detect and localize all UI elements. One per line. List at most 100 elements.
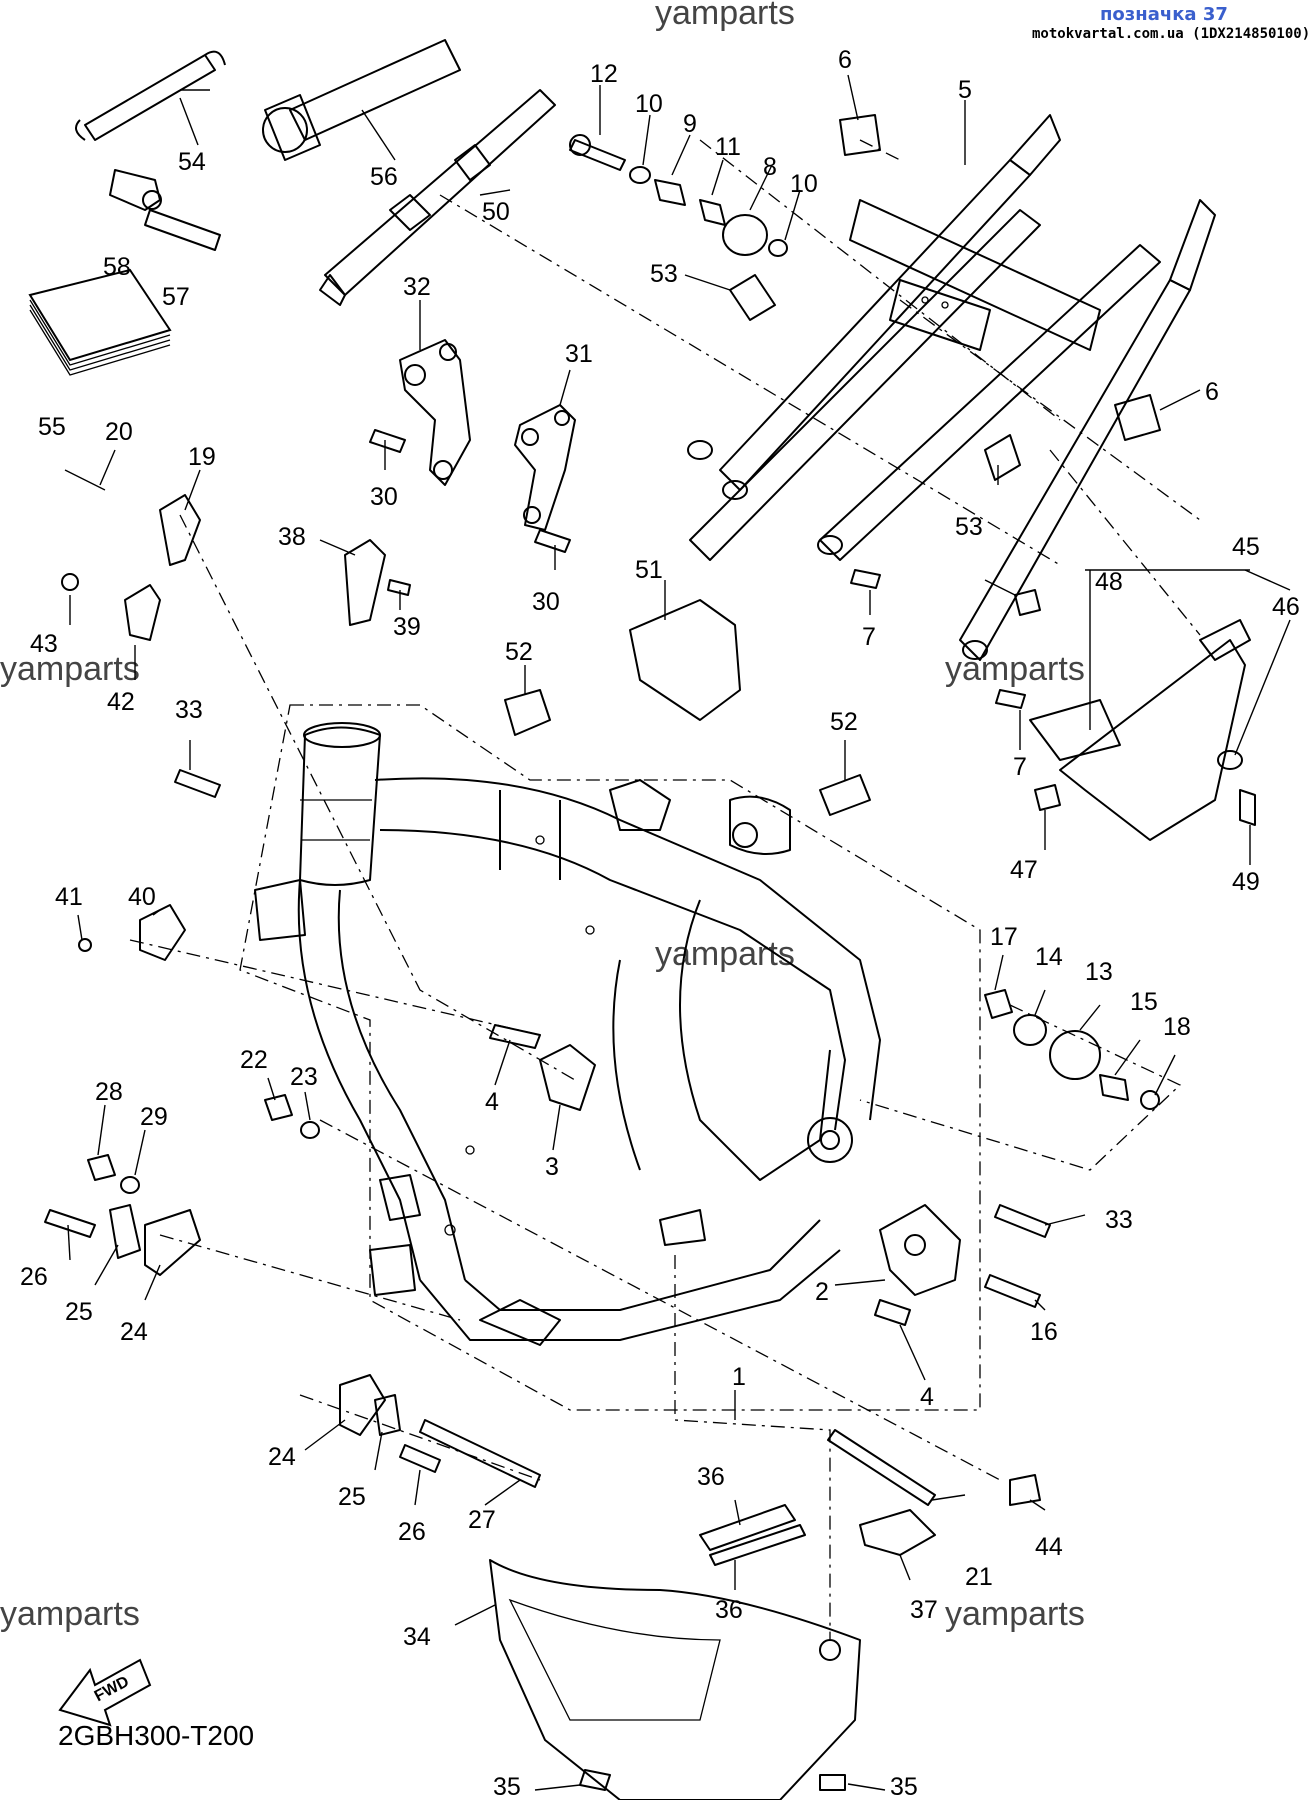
callout-29: 29 — [140, 1103, 168, 1131]
callout-20: 20 — [105, 418, 133, 446]
watermark: yamparts — [0, 650, 140, 688]
callout-53: 53 — [650, 260, 678, 288]
callout-6: 6 — [838, 46, 852, 74]
skid-plate-bolt — [819, 1774, 846, 1791]
washer — [629, 166, 651, 184]
callout-54: 54 — [178, 148, 206, 176]
bolt — [1014, 589, 1041, 616]
callout-45: 45 — [1232, 533, 1260, 561]
callout-23: 23 — [290, 1063, 318, 1091]
watermark: yamparts — [655, 0, 795, 32]
collar — [654, 179, 686, 206]
washer — [1140, 1090, 1160, 1110]
callout-12: 12 — [590, 60, 618, 88]
cable-holder — [344, 539, 386, 626]
callout-46: 46 — [1272, 593, 1300, 621]
screw — [387, 579, 411, 596]
damper — [504, 689, 551, 736]
socket-tool — [262, 39, 461, 161]
callout-25: 25 — [65, 1298, 93, 1326]
damper — [699, 1504, 796, 1551]
callout-19: 19 — [188, 443, 216, 471]
nut — [1034, 784, 1061, 811]
callout-50: 50 — [482, 198, 510, 226]
callout-26: 26 — [398, 1518, 426, 1546]
callout-55: 55 — [38, 413, 66, 441]
watermark: yamparts — [655, 935, 795, 973]
callout-48: 48 — [1095, 568, 1123, 596]
callout-5: 5 — [958, 76, 972, 104]
owners-manual — [28, 268, 172, 376]
callout-15: 15 — [1130, 988, 1158, 1016]
screw — [61, 573, 79, 591]
watermark: yamparts — [0, 1595, 140, 1633]
callout-52: 52 — [505, 638, 533, 666]
damper — [709, 1524, 806, 1566]
callout-56: 56 — [370, 163, 398, 191]
bolt — [1239, 789, 1256, 826]
washer — [120, 1176, 140, 1194]
callout-39: 39 — [393, 613, 421, 641]
callout-3: 3 — [545, 1153, 559, 1181]
callout-36: 36 — [697, 1463, 725, 1491]
callout-11: 11 — [715, 133, 741, 161]
footrest-bracket — [879, 1204, 961, 1296]
callout-47: 47 — [1010, 856, 1038, 884]
damper — [819, 774, 871, 816]
forward-arrow-icon: FWD — [58, 1658, 152, 1727]
callout-31: 31 — [565, 340, 593, 368]
washer — [300, 1121, 320, 1139]
rear-subframe — [687, 114, 1216, 661]
clip — [1009, 1474, 1041, 1506]
callout-32: 32 — [403, 273, 431, 301]
callout-34: 34 — [403, 1623, 431, 1651]
callout-40: 40 — [128, 883, 156, 911]
bearing — [722, 214, 768, 256]
engine-bracket — [514, 404, 576, 531]
pivot-bolt — [569, 139, 626, 171]
source-line: motokvartal.com.ua (1DX214850100) — [1032, 26, 1311, 42]
callout-10: 10 — [790, 170, 818, 198]
callout-7: 7 — [862, 623, 876, 651]
pin — [64, 469, 106, 491]
callout-53: 53 — [955, 513, 983, 541]
subframe-bolt — [850, 569, 881, 589]
callout-35: 35 — [493, 1773, 521, 1800]
callout-10: 10 — [635, 90, 663, 118]
washer — [768, 239, 788, 257]
air-filter-case — [1029, 619, 1251, 841]
callout-58: 58 — [103, 253, 131, 281]
clamp — [139, 904, 186, 961]
callout-13: 13 — [1085, 958, 1113, 986]
collar — [699, 199, 726, 226]
callout-21: 21 — [965, 1563, 993, 1591]
diagram-badge: позначка 37 — [1100, 4, 1228, 25]
leader-lines — [129, 139, 1201, 1640]
callout-22: 22 — [240, 1046, 268, 1074]
head-pipe-bolt — [174, 769, 221, 798]
bracket — [539, 1044, 596, 1111]
callout-41: 41 — [55, 883, 83, 911]
chain-guide — [319, 89, 556, 306]
callout-52: 52 — [830, 708, 858, 736]
nut — [264, 1094, 293, 1121]
engine-stay — [374, 1394, 401, 1436]
nut — [984, 989, 1013, 1019]
collar — [1099, 1074, 1129, 1101]
spacer-block — [859, 1509, 936, 1556]
bolt — [994, 1204, 1051, 1238]
callout-33: 33 — [175, 696, 203, 724]
bolt — [984, 1274, 1041, 1308]
bolt — [399, 1444, 441, 1473]
cable-clamp — [729, 274, 776, 321]
callout-38: 38 — [278, 523, 306, 551]
watermark: yamparts — [945, 1595, 1085, 1633]
engine-bracket-upper — [399, 339, 471, 486]
main-frame — [239, 704, 981, 1411]
callout-33: 33 — [1105, 1206, 1133, 1234]
callout-4: 4 — [920, 1383, 934, 1411]
callout-leaders — [67, 74, 1291, 1791]
bracket-bolt — [369, 429, 406, 453]
callout-28: 28 — [95, 1078, 123, 1106]
engine-stay — [339, 1374, 386, 1436]
